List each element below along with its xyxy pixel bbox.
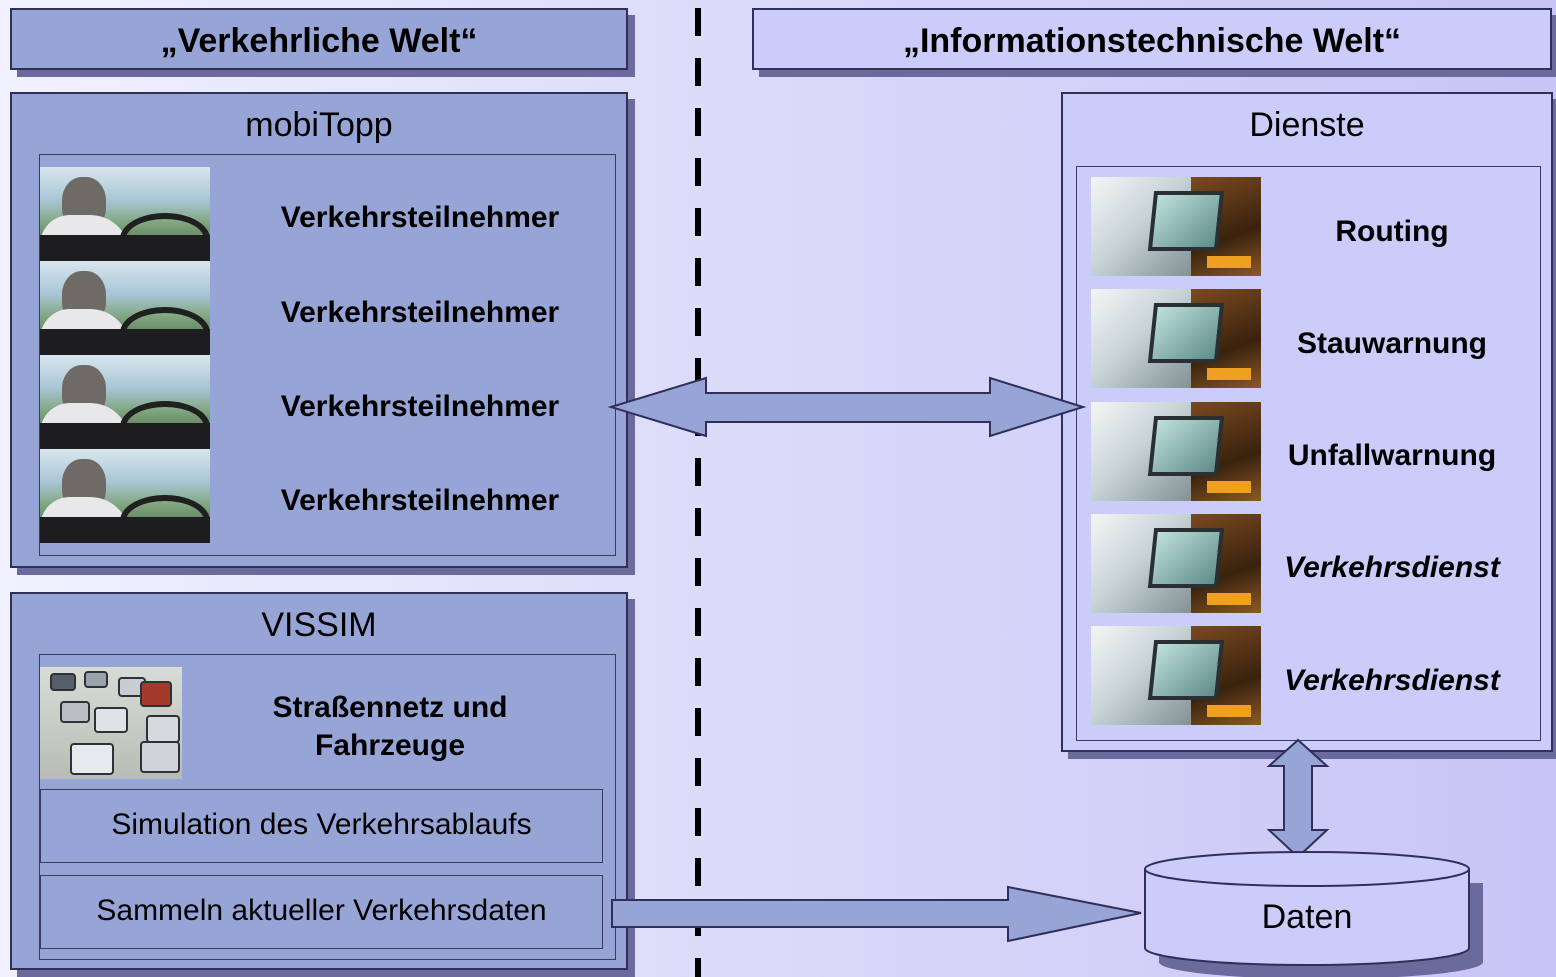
- divider-dash: [695, 608, 701, 636]
- divider-dash: [695, 658, 701, 686]
- left-world-title: „Verkehrliche Welt“: [160, 22, 478, 60]
- divider-dash: [695, 408, 701, 436]
- service-label-routing: Routing: [1335, 215, 1449, 248]
- driver-photo-4: [40, 449, 210, 543]
- driver-photo-3: [40, 355, 210, 449]
- divider-dash: [695, 358, 701, 386]
- dienste-panel: Dienste Routing Stauwarnung Unfallwarnun…: [1061, 92, 1553, 752]
- left-world-header: „Verkehrliche Welt“: [10, 8, 628, 70]
- vissim-panel: VISSIM Straßennetz und Fahrzeuge Simulat…: [10, 592, 628, 970]
- nav-photo-5: [1091, 626, 1261, 725]
- mobitopp-panel: mobiTopp Verkehrsteilnehmer Verkehrsteil…: [10, 92, 628, 568]
- vissim-title: VISSIM: [261, 606, 377, 644]
- traffic-photo: [40, 667, 182, 779]
- divider-dash: [695, 258, 701, 286]
- driver-photo-1: [40, 167, 210, 261]
- divider-dash: [695, 858, 701, 886]
- nav-photo-2: [1091, 289, 1261, 388]
- dienste-inner: Routing Stauwarnung Unfallwarnung Verkeh…: [1076, 166, 1541, 741]
- collect-to-data-arrow: [611, 885, 1142, 943]
- driver-photo-2: [40, 261, 210, 355]
- divider-dash: [695, 808, 701, 836]
- divider-dash: [695, 58, 701, 86]
- participant-label-2: Verkehrsteilnehmer: [280, 296, 560, 329]
- divider-dash: [695, 108, 701, 136]
- service-label-verkehrsdienst-2: Verkehrsdienst: [1284, 664, 1500, 697]
- divider-dash: [695, 558, 701, 586]
- vissim-inner: Straßennetz und Fahrzeuge Simulation des…: [39, 654, 616, 960]
- participant-label-4: Verkehrsteilnehmer: [280, 484, 560, 517]
- divider-dash: [695, 508, 701, 536]
- nav-photo-4: [1091, 514, 1261, 613]
- right-world-title: „Informationstechnische Welt“: [902, 22, 1402, 60]
- divider-dash: [695, 758, 701, 786]
- dienste-title: Dienste: [1249, 106, 1365, 144]
- daten-label: Daten: [1261, 898, 1353, 936]
- service-label-unfallwarnung: Unfallwarnung: [1287, 439, 1497, 472]
- divider-dash: [695, 308, 701, 336]
- divider-dash: [695, 708, 701, 736]
- participant-label-1: Verkehrsteilnehmer: [280, 201, 560, 234]
- divider-dash: [695, 8, 701, 36]
- divider-dash: [695, 458, 701, 486]
- divider-dash: [695, 158, 701, 186]
- nav-photo-1: [1091, 177, 1261, 276]
- divider-dash: [695, 958, 701, 977]
- services-data-arrow: [1266, 738, 1330, 859]
- mobitopp-title: mobiTopp: [245, 106, 393, 144]
- participant-label-3: Verkehrsteilnehmer: [280, 390, 560, 423]
- right-world-header: „Informationstechnische Welt“: [752, 8, 1552, 70]
- divider-dash: [695, 208, 701, 236]
- nav-photo-3: [1091, 402, 1261, 501]
- exchange-arrow: [607, 376, 1087, 438]
- divider-dash: [695, 908, 701, 936]
- network-label: Straßennetz und Fahrzeuge: [272, 691, 508, 762]
- simulation-row: Simulation des Verkehrsablaufs: [40, 789, 603, 863]
- service-label-stauwarnung: Stauwarnung: [1296, 327, 1487, 360]
- service-label-verkehrsdienst-1: Verkehrsdienst: [1284, 551, 1500, 584]
- mobitopp-inner: Verkehrsteilnehmer Verkehrsteilnehmer Ve…: [39, 154, 616, 556]
- collect-data-row: Sammeln aktueller Verkehrsdaten: [40, 875, 603, 949]
